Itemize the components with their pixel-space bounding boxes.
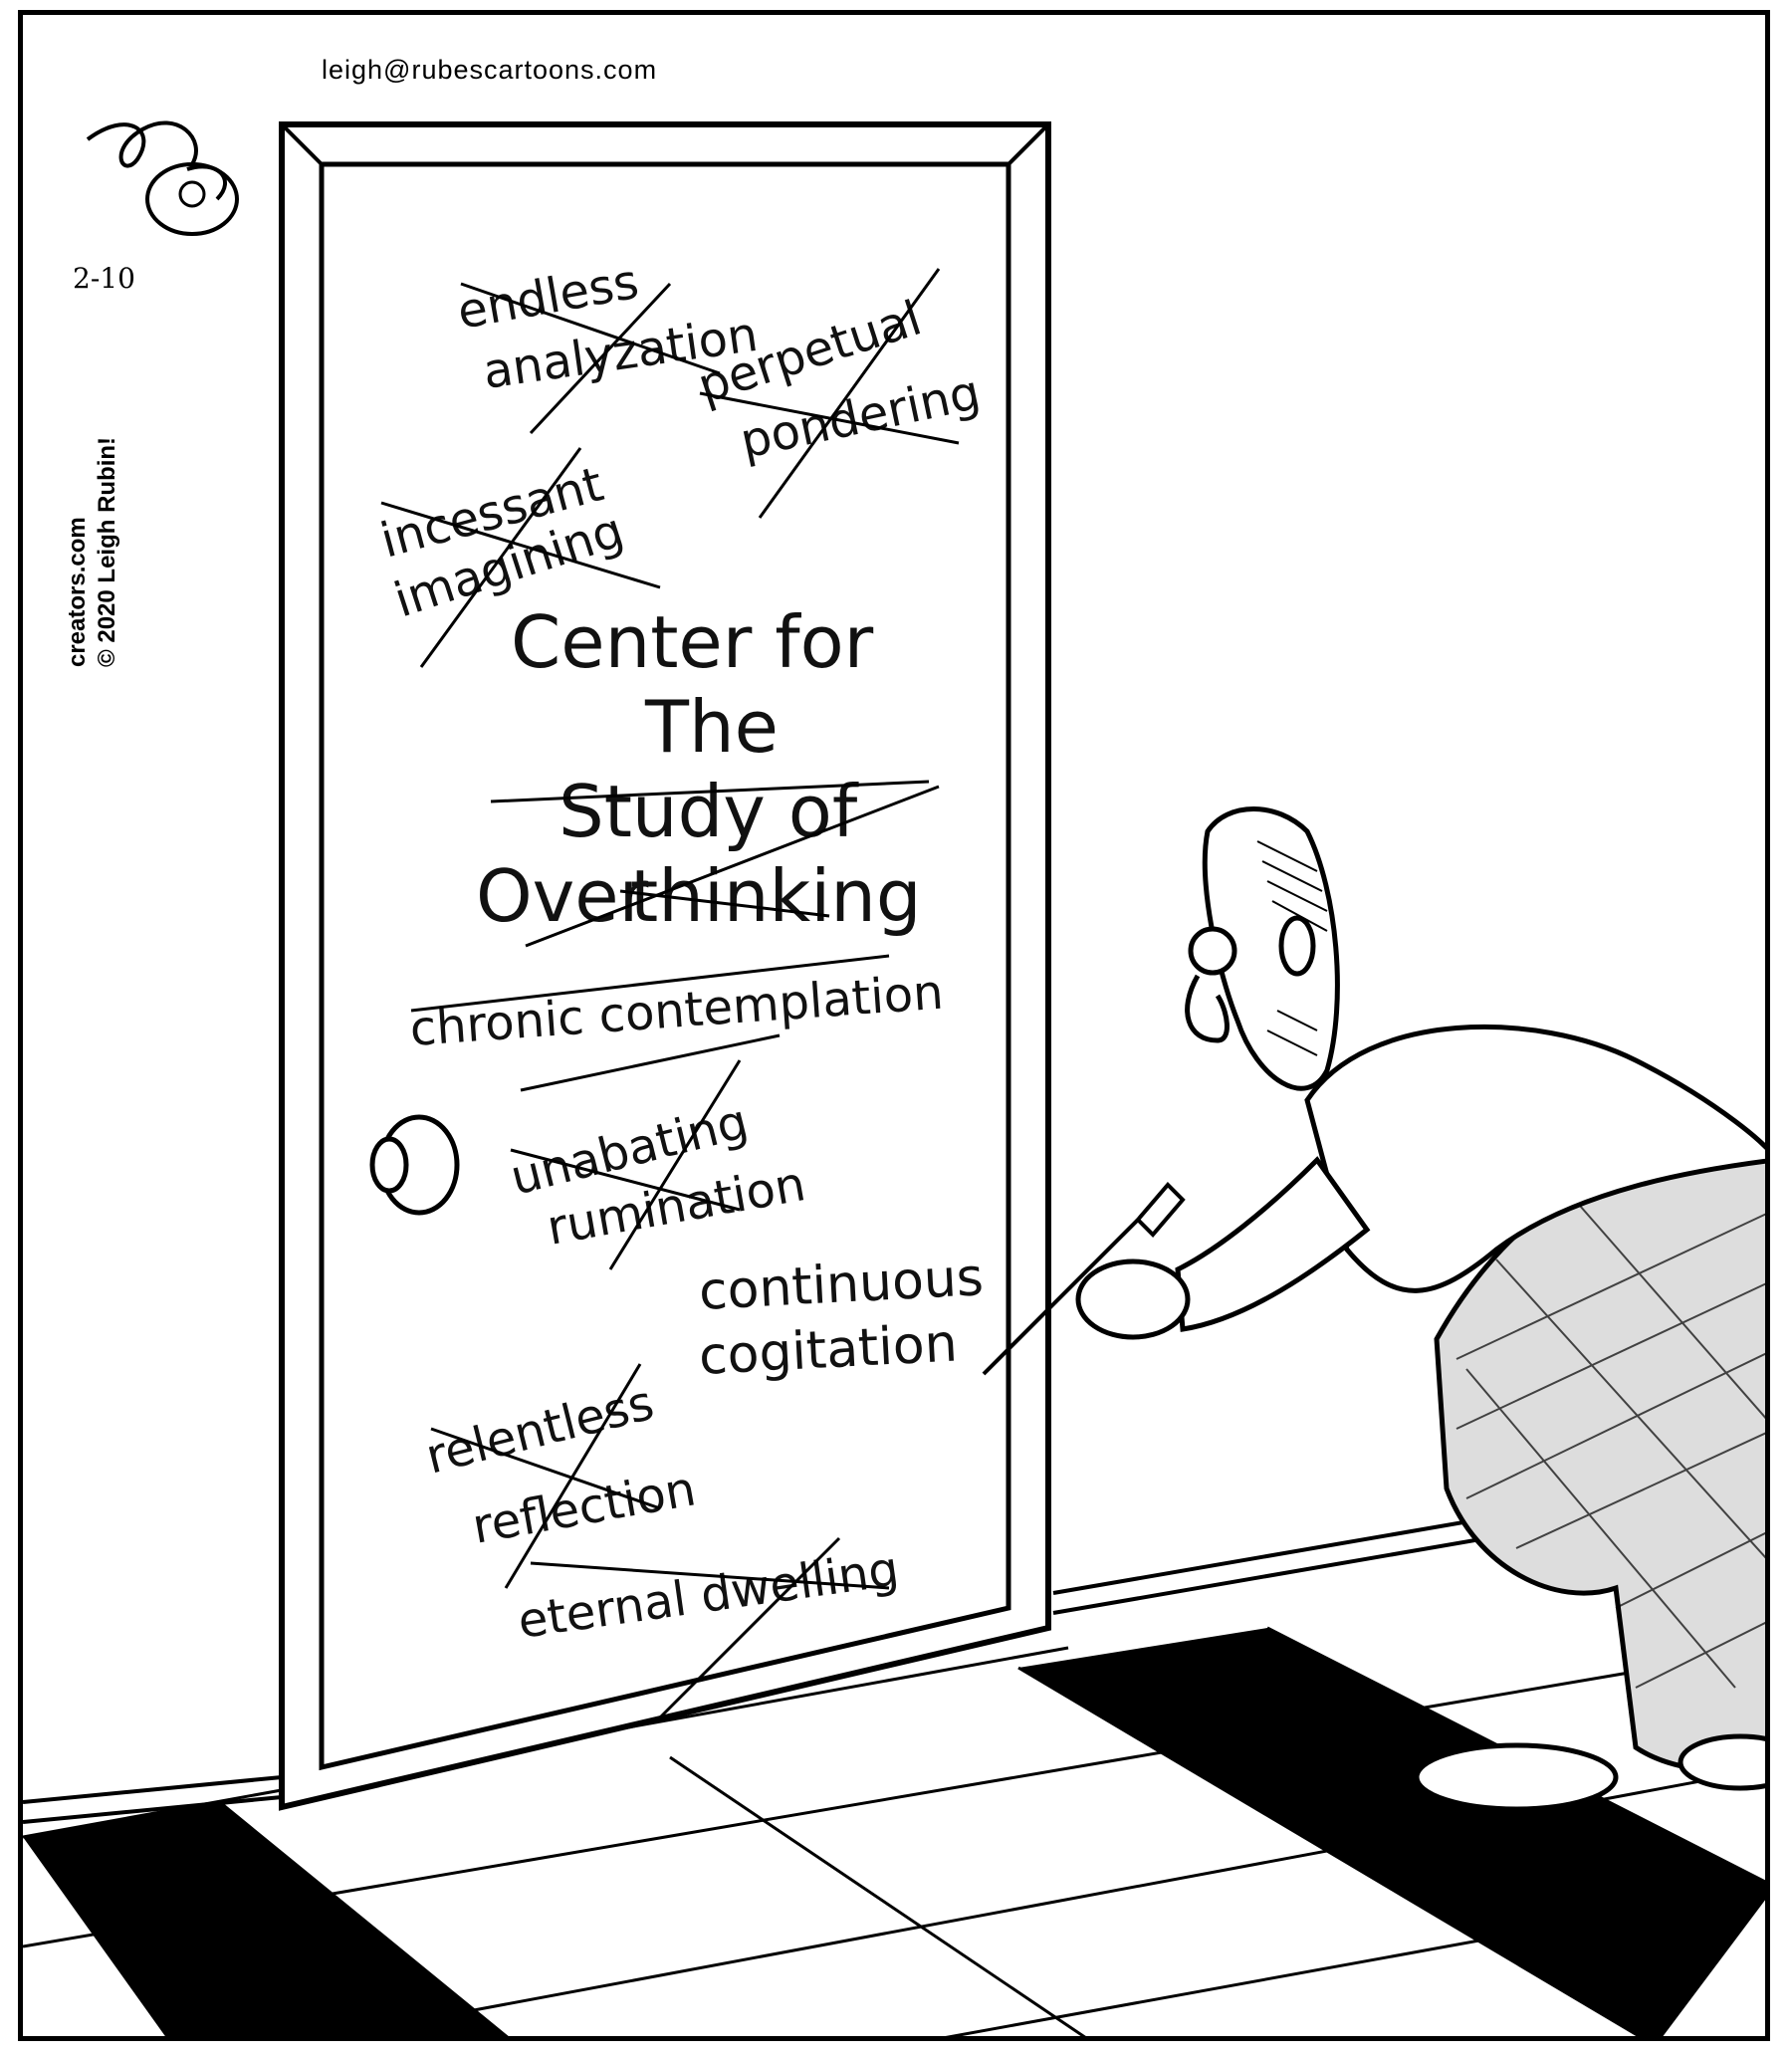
cartoon-artwork: Center for The Study of Over thinking en…: [23, 121, 1765, 2036]
phrase-continuous: continuous: [698, 1248, 986, 1322]
man-glasses: [1188, 926, 1237, 976]
floor-tiles-shaded: [23, 1628, 1765, 2036]
man-ear: [1278, 915, 1316, 977]
date-mark: 2-10: [73, 262, 135, 295]
man-hand: [1075, 1258, 1191, 1340]
door-knob: [369, 1114, 460, 1216]
phrase-strike-lines: [380, 268, 960, 1719]
copyright-credit: © 2020 Leigh Rubin!: [94, 436, 120, 667]
sign-strike-lines: [490, 780, 940, 948]
sign-line-2: The: [644, 685, 779, 769]
man-nose: [1185, 974, 1230, 1043]
phrase-cogitation: cogitation: [698, 1313, 960, 1387]
door-sign: Center for The Study of Over thinking: [476, 600, 922, 938]
man-hair-shading: [1256, 840, 1328, 1056]
man-figure: [1075, 806, 1765, 1812]
sign-line-1: Center for: [511, 600, 874, 684]
man-torso: [1304, 1025, 1765, 1293]
door: [279, 121, 1051, 1811]
sign-line-4-rest: thinking: [630, 854, 922, 938]
site-credit: creators.com: [64, 517, 91, 667]
man-arm: [1175, 1156, 1371, 1332]
pants-crosshatch: [1456, 1189, 1765, 1689]
paintbrush: [982, 1182, 1186, 1376]
sign-line-3: Study of: [559, 770, 859, 853]
current-phrase: continuous cogitation: [698, 1248, 986, 1387]
comic-panel: Center for The Study of Over thinking en…: [18, 10, 1770, 2041]
email-credit: leigh@rubescartoons.com: [322, 55, 658, 85]
man-shoe-left: [1414, 1742, 1619, 1812]
sign-line-4-over: Over: [476, 854, 649, 938]
man-shoe-right: [1678, 1733, 1765, 1791]
artist-signature: [86, 120, 239, 236]
side-credit: creators.com © 2020 Leigh Rubin!: [63, 437, 122, 667]
